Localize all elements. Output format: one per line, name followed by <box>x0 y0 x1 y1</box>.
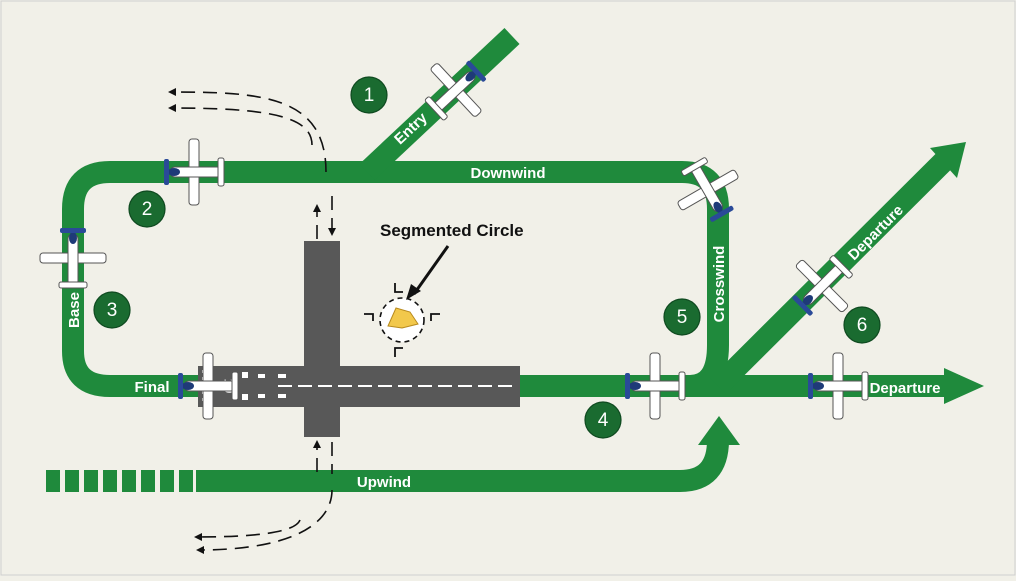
position-marker-2: 2 <box>128 190 166 228</box>
traffic-arrow-icon <box>168 104 313 146</box>
runway-touchdown-marks <box>242 372 286 400</box>
position-marker-4: 4 <box>584 401 622 439</box>
traffic-flow-arrows <box>168 88 336 554</box>
position-marker-3: 3 <box>93 291 131 329</box>
departure-straight-label: Departure <box>870 380 941 397</box>
crossing-runway <box>304 241 340 437</box>
svg-text:1: 1 <box>364 85 375 106</box>
svg-text:2: 2 <box>142 199 153 220</box>
position-marker-6: 6 <box>843 306 881 344</box>
position-marker-1: 1 <box>350 76 388 114</box>
traffic-arrow-icon <box>196 489 333 554</box>
upwind-label: Upwind <box>357 474 411 491</box>
wind-tee-icon <box>387 307 419 329</box>
landing-strip-indicators <box>364 283 440 357</box>
upwind-dashes <box>46 470 193 492</box>
runways: 19 <box>198 241 520 437</box>
traffic-arrow-icon <box>194 519 301 541</box>
segmented-circle-label: Segmented Circle <box>380 221 524 240</box>
base-label: Base <box>66 292 83 328</box>
segmented-circle <box>364 245 450 357</box>
departure-turn-arrowhead <box>930 142 966 178</box>
traffic-arrow-icon <box>168 88 327 173</box>
final-label: Final <box>134 379 169 396</box>
svg-text:6: 6 <box>857 315 868 336</box>
position-marker-5: 5 <box>663 298 701 336</box>
downwind-label: Downwind <box>471 165 546 182</box>
crosswind-label: Crosswind <box>711 246 728 323</box>
upwind-leg <box>196 439 729 492</box>
upwind-arrowhead <box>698 416 740 445</box>
callout-arrowhead <box>406 284 421 300</box>
callout-arrow <box>412 245 450 295</box>
svg-text:3: 3 <box>107 300 118 321</box>
position-markers: 1 2 3 4 5 6 <box>93 76 881 439</box>
departure-straight-arrowhead <box>944 368 984 404</box>
svg-text:4: 4 <box>598 410 609 431</box>
svg-text:5: 5 <box>677 307 688 328</box>
